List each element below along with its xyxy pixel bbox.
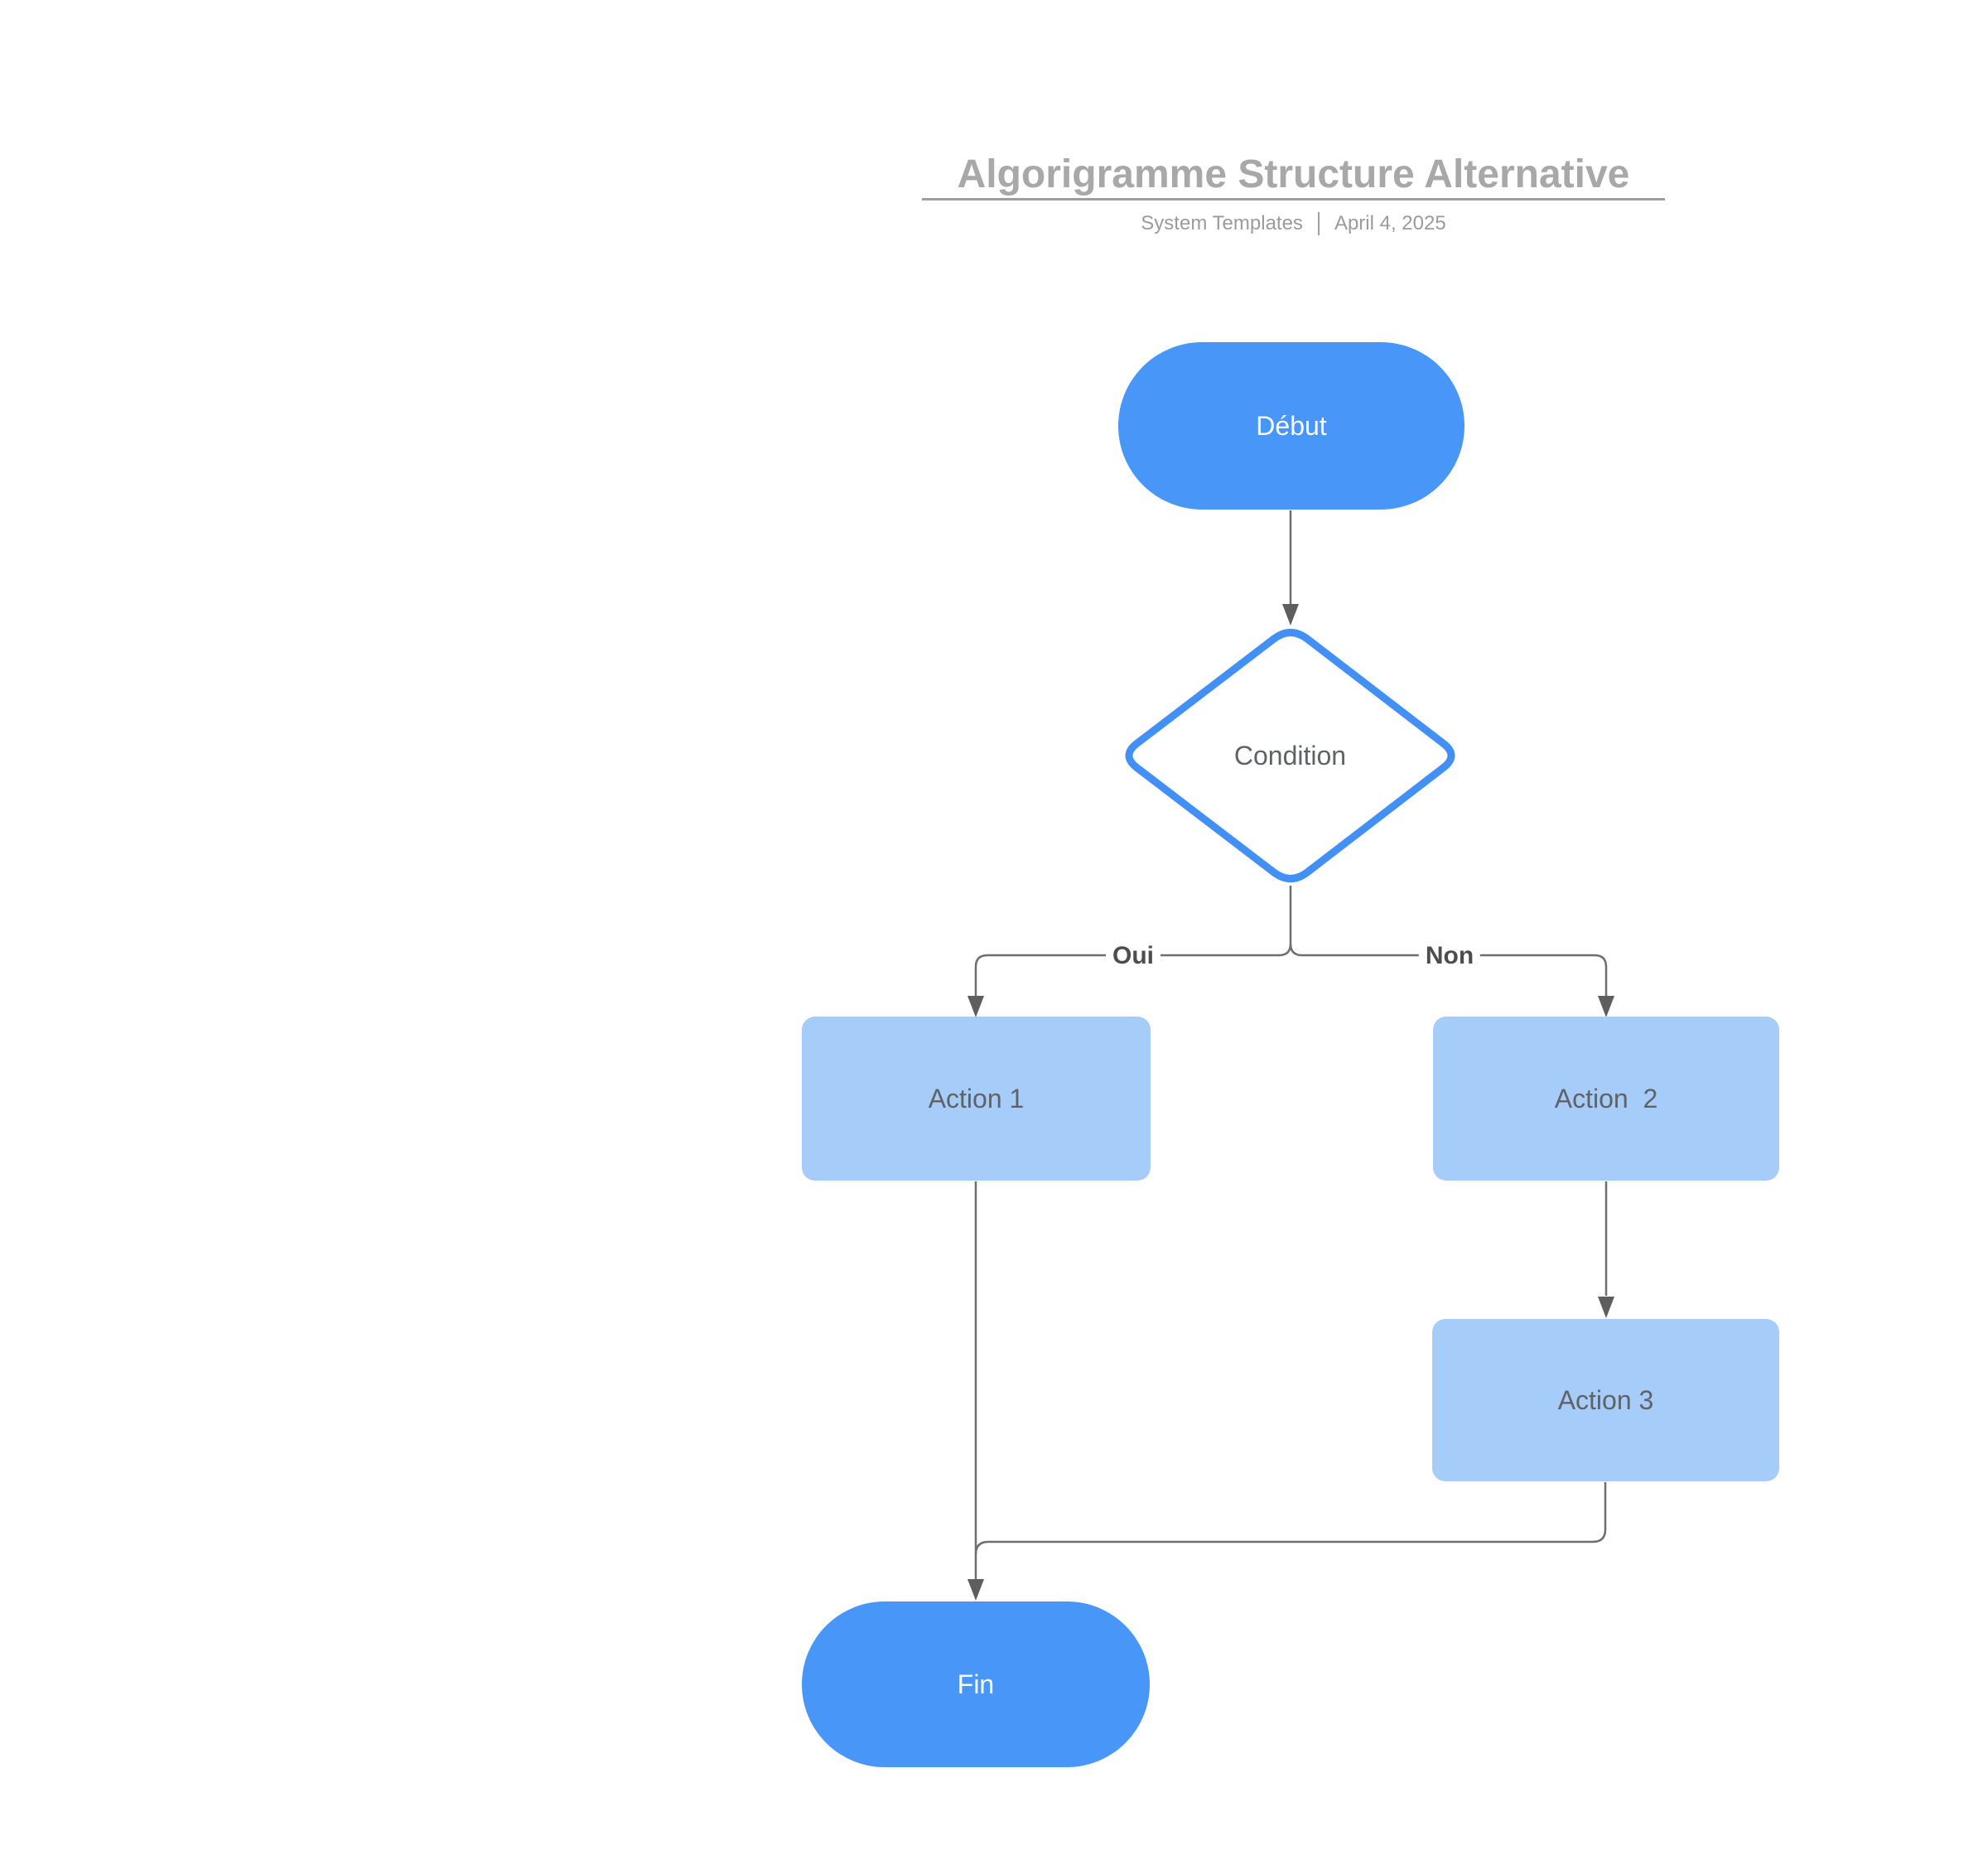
node-start-label: Début [1256,410,1327,441]
subtitle-separator [1317,212,1320,235]
arrowhead-into-action3 [1598,1297,1614,1318]
node-end-label: Fin [957,1669,995,1699]
subtitle-date: April 4, 2025 [1334,212,1446,234]
diagram-header: Algorigramme Structure Alternative Syste… [922,154,1665,237]
node-action2-label: Action 2 [1554,1083,1658,1113]
node-condition: Condition [1121,626,1460,885]
branch-label-non: Non [1418,942,1481,970]
arrowhead-into-action1 [967,996,984,1017]
node-action3-label: Action 3 [1557,1384,1654,1415]
node-action1: Action 1 [802,1017,1151,1181]
node-start: Début [1118,342,1464,510]
diagram-title: Algorigramme Structure Alternative [957,152,1630,196]
node-condition-label: Condition [1233,740,1347,771]
node-action2: Action 2 [1433,1017,1779,1181]
edge-branch-oui [974,943,1292,997]
diagram-subtitle: System Templates April 4, 2025 [922,210,1665,237]
node-action3: Action 3 [1432,1319,1779,1481]
arrowhead-into-action2 [1598,996,1614,1017]
subtitle-source: System Templates [1141,212,1303,234]
branch-label-oui: Oui [1106,942,1160,970]
edge-action3-to-merge [974,1482,1607,1555]
edge-branch-non [1289,943,1608,997]
node-end: Fin [802,1601,1150,1767]
arrowhead-into-condition [1282,604,1299,626]
arrowhead-into-fin [967,1579,984,1601]
condition-diamond-shape [1125,629,1455,882]
node-action1-label: Action 1 [928,1083,1025,1113]
title-underline [922,198,1665,200]
